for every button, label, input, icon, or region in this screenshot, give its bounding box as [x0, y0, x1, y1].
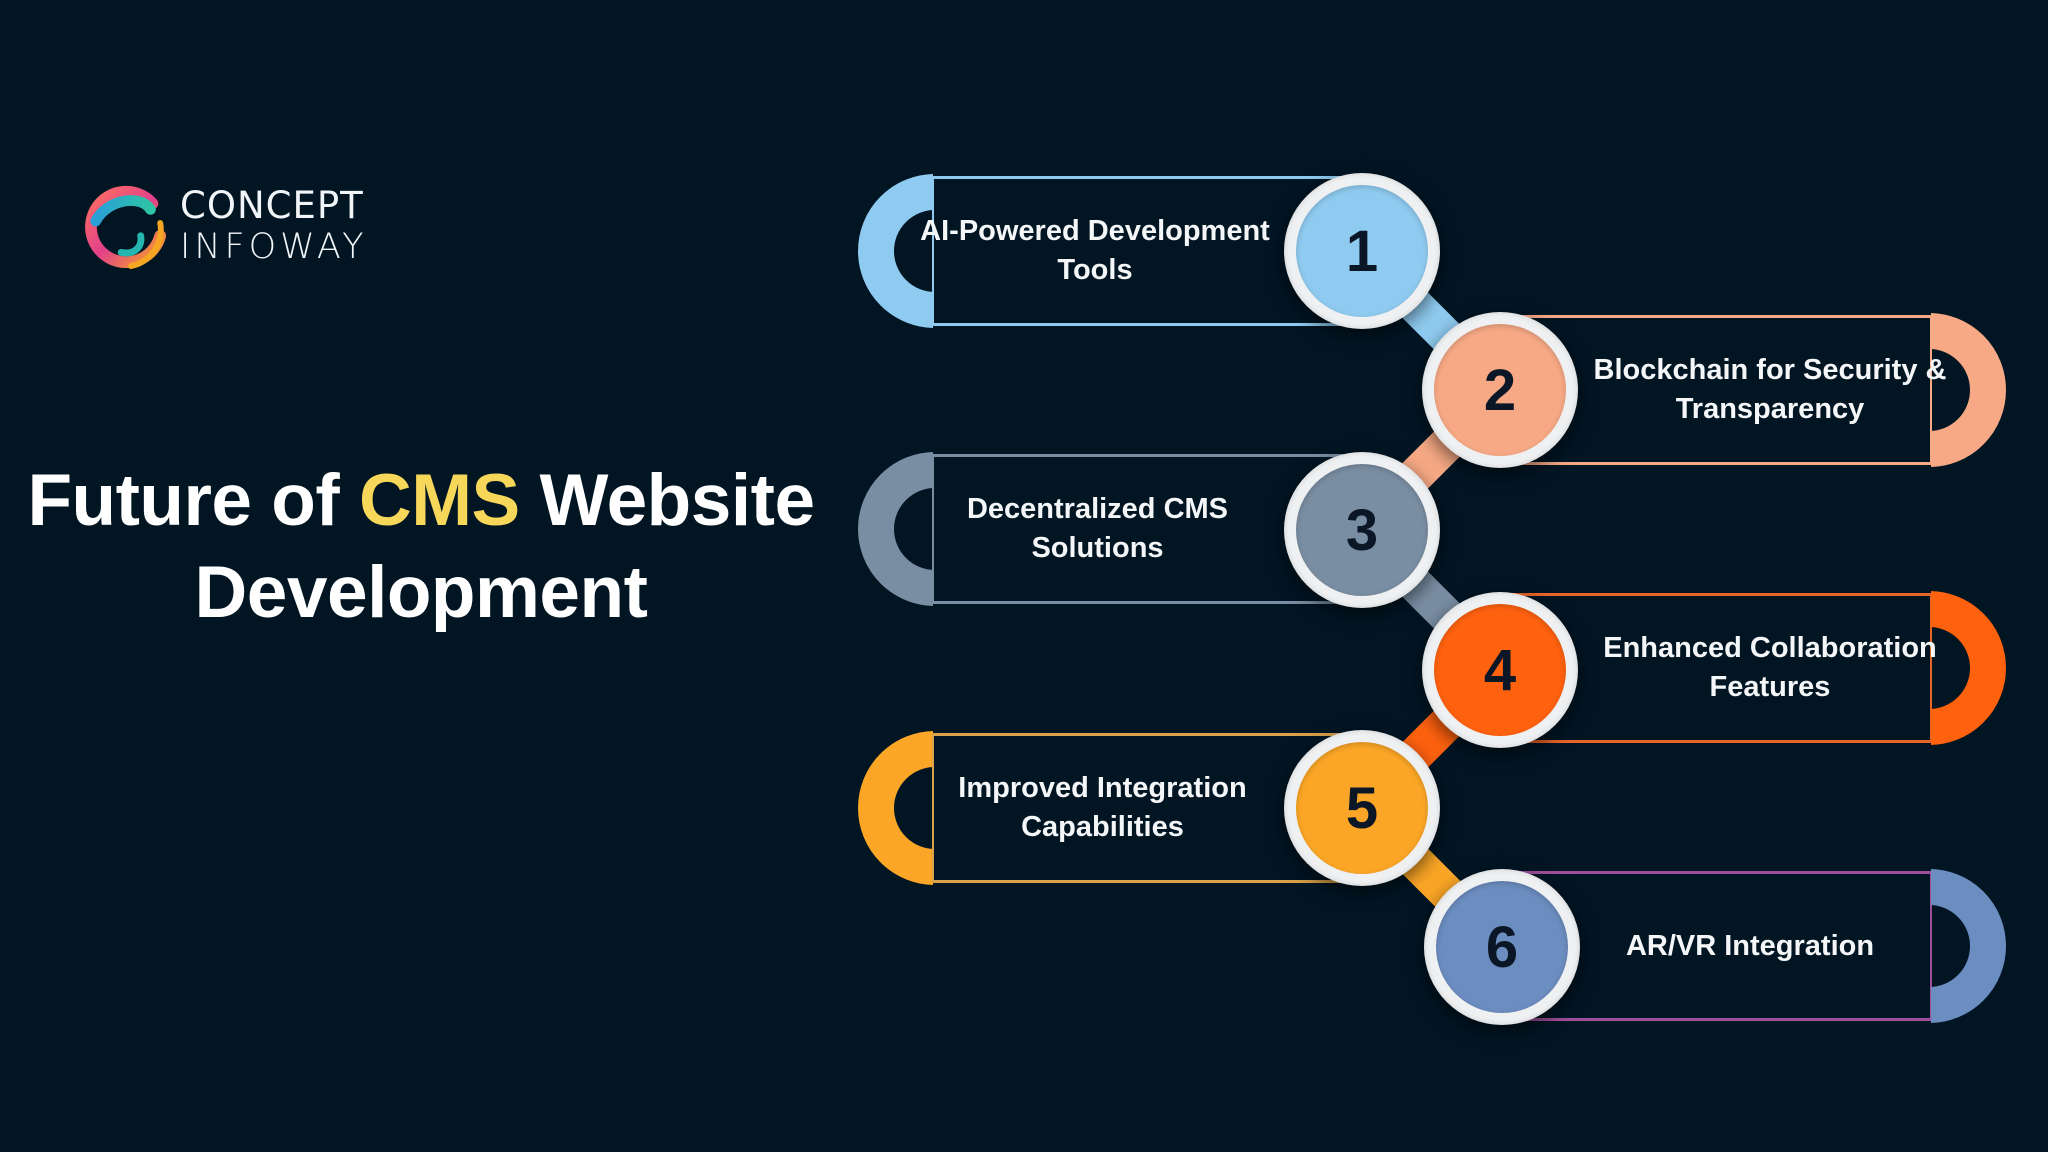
title-line-1: Future of CMS Website	[0, 455, 842, 547]
step-5-number-badge: 5	[1284, 730, 1440, 886]
step-6-arc	[1931, 869, 2006, 1023]
step-2-label: Blockchain for Security &Transparency	[1593, 354, 1947, 425]
step-6-number-badge: 6	[1424, 869, 1580, 1025]
logo-text: CONCEPT INFOWAY	[180, 186, 367, 268]
step-4-number-badge: 4	[1422, 592, 1578, 748]
brand-logo: CONCEPT INFOWAY	[80, 180, 380, 275]
step-6-label: AR/VR Integration	[1625, 929, 1875, 962]
step-1-arc	[858, 174, 933, 328]
title-prefix: Future of	[27, 460, 359, 541]
step-3-number-badge: 3	[1284, 452, 1440, 608]
concept-infoway-logo-icon	[85, 185, 167, 270]
step-1-number: 1	[1345, 218, 1379, 284]
title-suffix: Website	[519, 460, 816, 541]
step-6-number: 6	[1485, 914, 1519, 980]
step-3-card	[932, 454, 1372, 604]
step-2-arc	[1931, 313, 2006, 467]
step-4-arc	[1931, 591, 2006, 745]
logo-line-2: INFOWAY	[180, 227, 368, 267]
page-title: Future of CMS Website Development	[0, 455, 842, 639]
step-4-number: 4	[1483, 637, 1517, 703]
step-3-arc	[858, 452, 933, 606]
step-5-number: 5	[1345, 775, 1379, 841]
step-2-number: 2	[1483, 357, 1517, 423]
step-1-number-badge: 1	[1284, 173, 1440, 329]
step-5-arc	[858, 731, 933, 885]
title-highlight: CMS	[359, 460, 520, 541]
step-3-number: 3	[1345, 497, 1379, 563]
title-line-2: Development	[194, 552, 648, 633]
step-2-number-badge: 2	[1422, 312, 1578, 468]
logo-line-1: CONCEPT	[180, 184, 364, 227]
